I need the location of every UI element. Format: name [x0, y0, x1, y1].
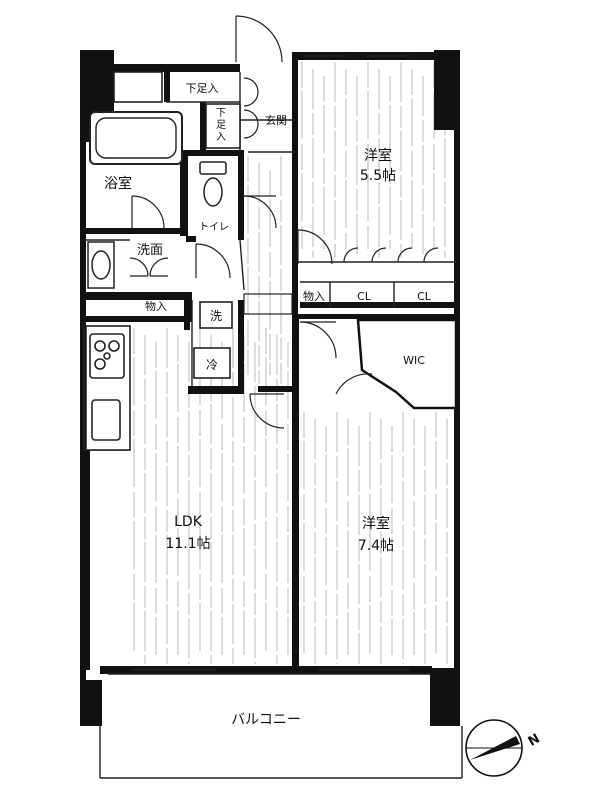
yoshitsu-south-name: 洋室 — [362, 515, 390, 532]
bedroom-south-flooring — [303, 412, 448, 664]
compass-north-label: N — [526, 731, 543, 749]
washer-label: 洗 — [210, 309, 222, 323]
hall-flooring — [247, 156, 282, 384]
thin-lines — [83, 55, 463, 779]
room-labels: 洋室 5.5帖 洋室 7.4帖 LDK 11.1帖 浴室 トイレ 洗面 玄関 バ… — [104, 82, 432, 728]
closet-hall-label: 物入 — [303, 289, 325, 303]
yoshitsu-north-size: 5.5帖 — [360, 168, 396, 184]
fridge-space — [193, 347, 231, 379]
bath-label: 浴室 — [104, 175, 132, 192]
balcony-label: バルコニー — [231, 712, 301, 728]
cl-1-label: CL — [357, 290, 372, 303]
shoe-storage-side-label: 下足入 — [216, 108, 226, 143]
cl-2-label: CL — [417, 290, 432, 303]
yoshitsu-south-size: 7.4帖 — [358, 538, 394, 554]
compass: N — [465, 719, 543, 777]
kitchen-counter — [85, 325, 131, 451]
shoe-side-char: 足 — [216, 119, 226, 131]
washbasin — [87, 241, 115, 289]
storage-box-top — [113, 71, 241, 149]
interior-walls — [86, 52, 458, 670]
pantry-box — [243, 293, 293, 315]
toilet-bowl — [199, 161, 227, 207]
toilet-label: トイレ — [199, 222, 229, 233]
washroom-label: 洗面 — [137, 243, 163, 258]
entrance-label: 玄関 — [265, 113, 287, 127]
shoe-side-char: 下 — [216, 108, 226, 119]
closet-wash-label: 物入 — [145, 299, 167, 313]
wic-label: WIC — [403, 354, 425, 367]
bathtub — [89, 111, 183, 165]
washer-pan — [199, 301, 233, 329]
yoshitsu-north-name: 洋室 — [364, 147, 392, 164]
ldk-size: 11.1帖 — [165, 536, 210, 552]
fridge-label: 冷 — [206, 358, 218, 372]
wic-closet — [356, 318, 458, 410]
ldk-name: LDK — [174, 514, 203, 530]
shoe-side-char: 入 — [216, 132, 226, 143]
door-swings — [129, 15, 439, 429]
shoe-storage-top-label: 下足入 — [186, 82, 219, 95]
